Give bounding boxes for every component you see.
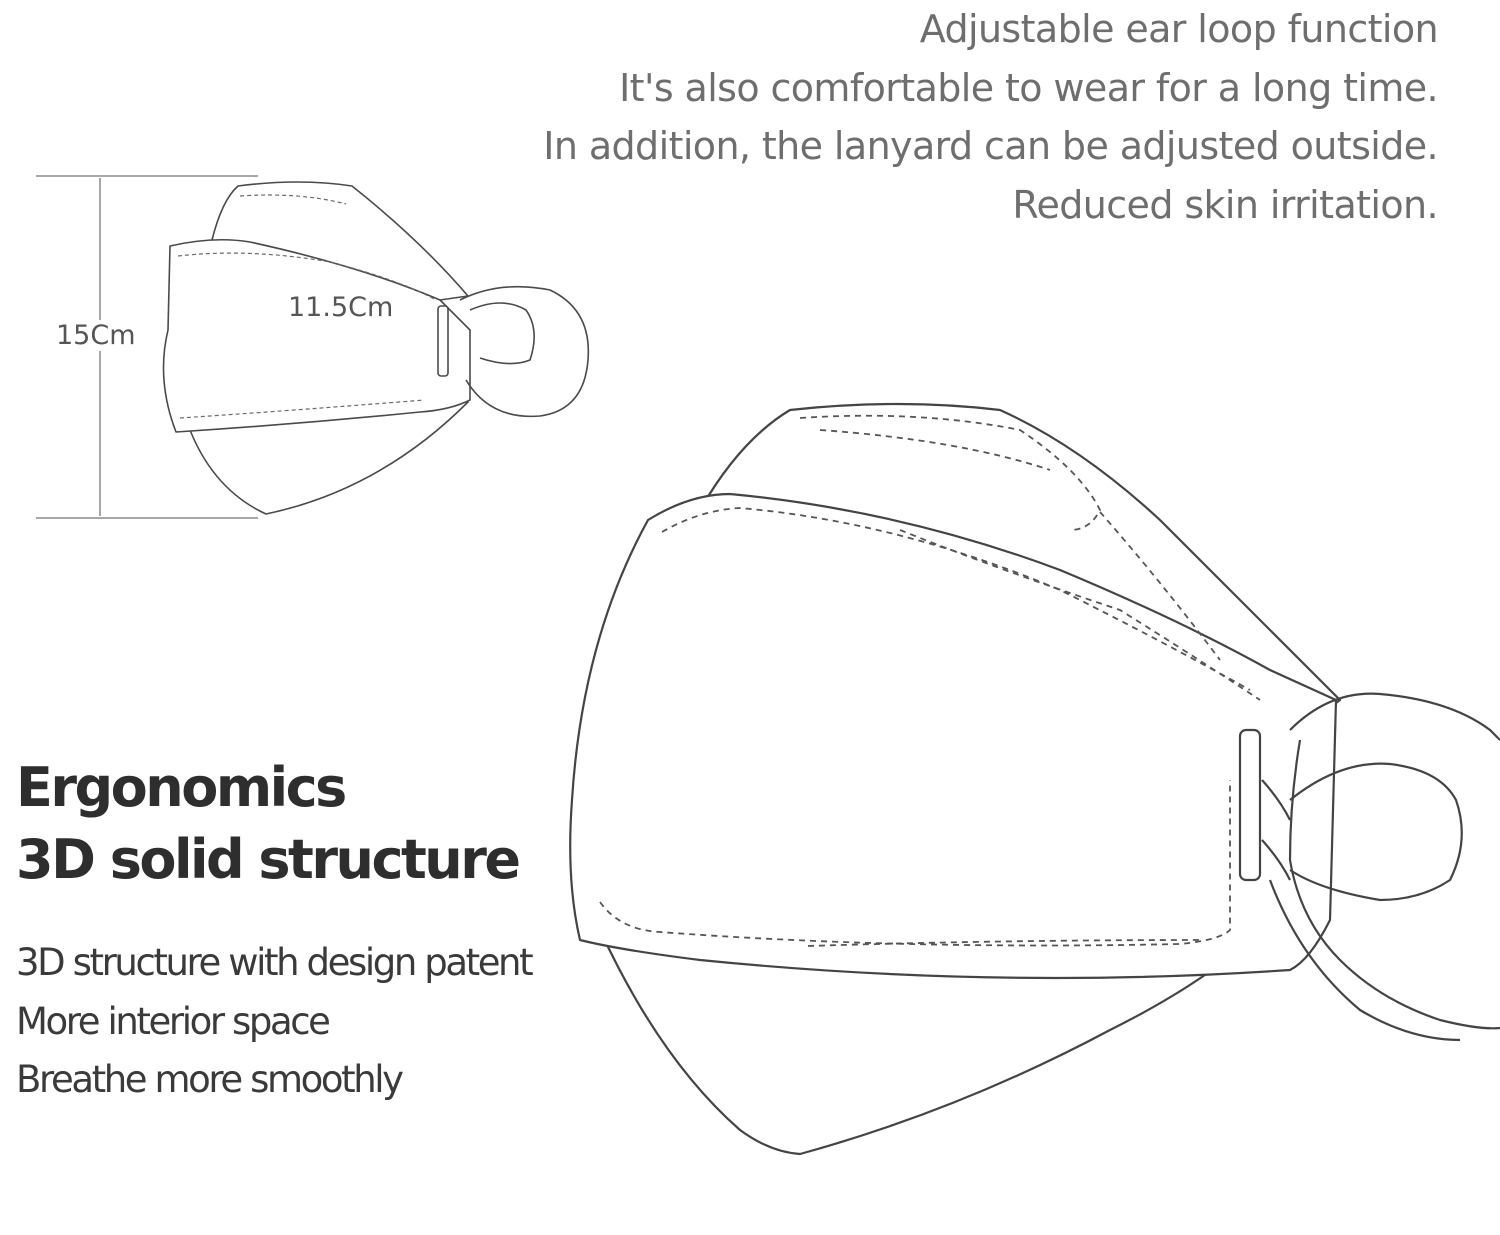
heading-line-2: 3D solid structure (16, 828, 521, 891)
ear-loop-line-2: It's also comfortable to wear for a long… (619, 65, 1439, 110)
large-mask-front-panel (569, 492, 1338, 980)
heading-line-1: Ergonomics (16, 756, 347, 819)
ear-loop-line-4: Reduced skin irritation. (1012, 182, 1438, 227)
feature-item: More interior space (16, 999, 331, 1043)
large-loop-clip (1238, 728, 1262, 882)
large-ear-loop (1289, 692, 1500, 741)
ergonomics-heading: Ergonomics 3D solid structure (16, 752, 521, 896)
small-loop-clip (437, 305, 449, 377)
feature-item: Breathe more smoothly (16, 1058, 404, 1101)
small-mask-front-panel (162, 238, 471, 433)
width-dimension-label: 11.5Cm (286, 292, 396, 323)
feature-item: 3D structure with design patent (16, 941, 534, 984)
feature-list: 3D structure with design patent More int… (16, 934, 534, 1110)
height-dimension-label: 15Cm (54, 320, 138, 351)
small-ear-loop (459, 285, 590, 418)
ear-loop-line-1: Adjustable ear loop function (919, 7, 1439, 51)
ear-loop-line-3: In addition, the lanyard can be adjusted… (543, 124, 1438, 168)
ear-loop-description: Adjustable ear loop function It's also c… (543, 0, 1438, 234)
